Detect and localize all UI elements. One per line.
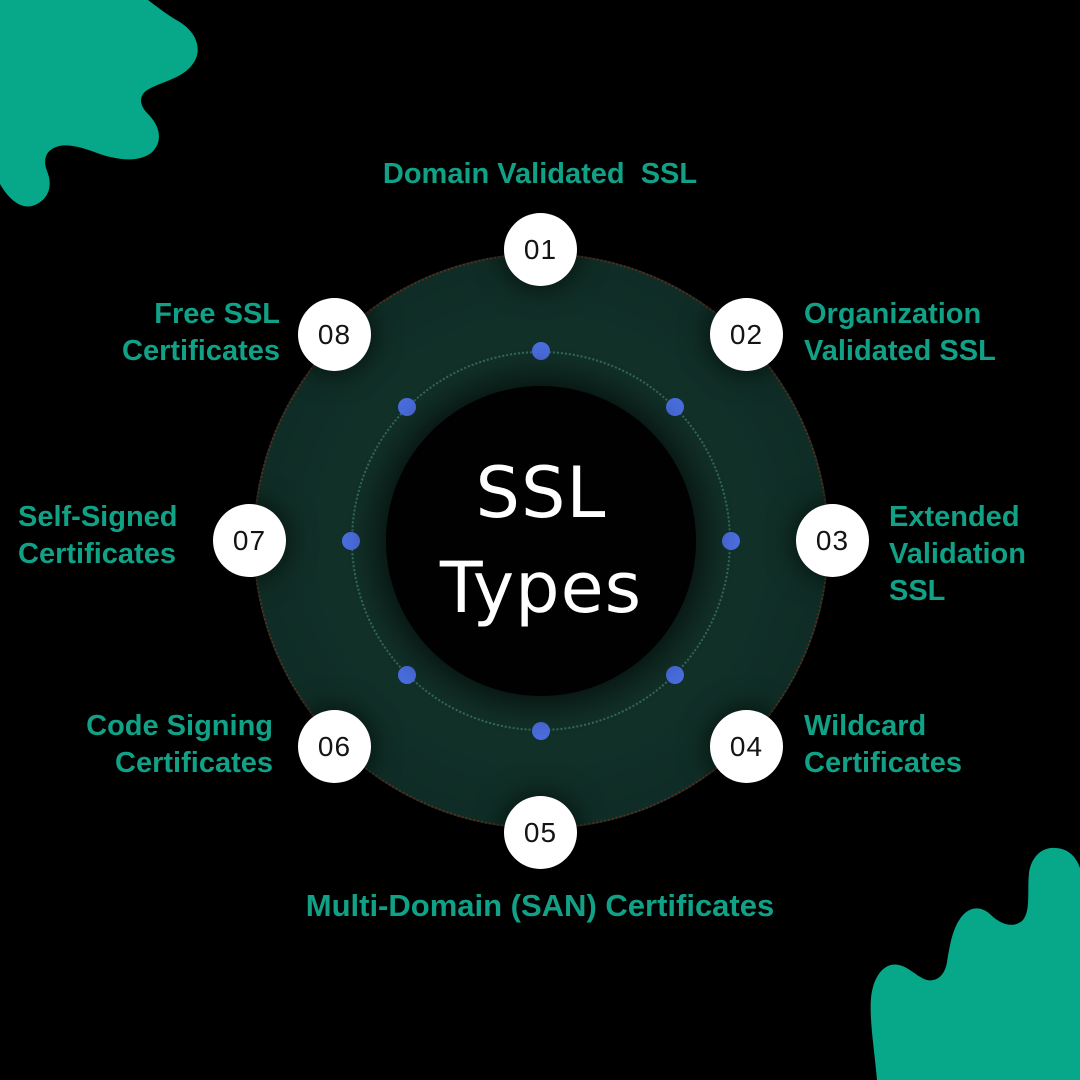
orbit-dot: [722, 532, 740, 550]
step-label-code-signing: Code Signing Certificates: [86, 710, 273, 779]
step-circle-04: 04: [710, 710, 783, 783]
step-circle-01: 01: [504, 213, 577, 286]
orbit-dot: [398, 398, 416, 416]
scallop-blob-icon: [870, 847, 1080, 1080]
step-label-domain-validated-ssl: Domain Validated SSL: [382, 158, 698, 190]
step-label-multi-domain-san: Multi-Domain (SAN) Certificates: [305, 888, 775, 923]
orbit-dot: [666, 666, 684, 684]
orbit-dot: [532, 342, 550, 360]
step-circle-07: 07: [213, 504, 286, 577]
step-circle-03: 03: [796, 504, 869, 577]
step-label-free-ssl: Free SSL Certificates: [122, 298, 280, 367]
step-label-organization-validated: Organization Validated SSL: [804, 298, 996, 367]
orbit-dot: [342, 532, 360, 550]
splat-blob-icon: [0, 0, 198, 207]
orbit-dot: [398, 666, 416, 684]
step-circle-05: 05: [504, 796, 577, 869]
step-label-self-signed: Self-Signed Certificates: [18, 501, 178, 570]
center-circle: SSL Types: [386, 386, 696, 696]
orbit-dot: [532, 722, 550, 740]
step-circle-02: 02: [710, 298, 783, 371]
orbit-dot: [666, 398, 684, 416]
step-label-extended-validation: Extended Validation SSL: [889, 501, 1026, 607]
step-circle-08: 08: [298, 298, 371, 371]
step-label-wildcard-certificates: Wildcard Certificates: [804, 710, 962, 779]
step-circle-06: 06: [298, 710, 371, 783]
diagram-title: SSL Types: [439, 452, 643, 629]
